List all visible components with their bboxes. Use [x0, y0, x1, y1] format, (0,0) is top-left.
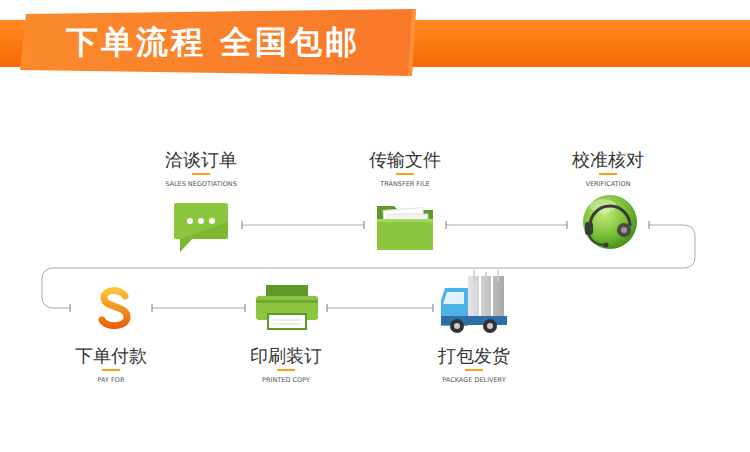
process-step: 传输文件 TRANSFER FILE [364, 149, 446, 255]
flow-connector [242, 225, 364, 226]
process-step: 印刷装订 PRINTED COPY [245, 282, 327, 384]
flow-connector [152, 308, 245, 309]
connector-tick [241, 221, 242, 229]
connector-tick [363, 221, 364, 229]
step-title: 打包发货 [438, 345, 510, 367]
page-title: 下单流程 全国包邮 [66, 22, 360, 62]
step-title: 洽谈订单 [165, 149, 237, 171]
connector-tick [445, 221, 446, 229]
accent-bar [102, 369, 120, 371]
step-subtitle: PRINTED COPY [262, 376, 310, 384]
banner-tag [20, 9, 416, 76]
step-subtitle: TRANSFER FILE [380, 180, 429, 188]
flow-connector [446, 225, 567, 226]
support-icon [583, 195, 637, 249]
process-step: 下单付款 PAY FOR [70, 282, 152, 384]
step-title: 传输文件 [369, 149, 441, 171]
flow-connector [42, 225, 695, 308]
folder-icon [377, 206, 433, 250]
process-step: 校准核对 VERIFICATION [567, 149, 649, 255]
dollar-icon [102, 285, 127, 334]
process-step: 打包发货 PACKAGE DELIVERY [433, 282, 515, 384]
connector-tick [648, 221, 649, 229]
accent-bar [396, 173, 414, 175]
banner-tag-edge [408, 9, 416, 76]
connector-tick [69, 304, 70, 312]
step-subtitle: PACKAGE DELIVERY [442, 376, 505, 384]
step-title: 下单付款 [75, 345, 147, 367]
connector-tick [432, 304, 433, 312]
connector-tick [151, 304, 152, 312]
accent-bar [277, 369, 295, 371]
connector-tick [326, 304, 327, 312]
step-subtitle: PAY FOR [98, 376, 125, 384]
connector-tick [566, 221, 567, 229]
accent-bar [599, 173, 617, 175]
step-title: 印刷装订 [250, 345, 322, 367]
truck-icon [441, 270, 507, 333]
flow-connector [327, 308, 433, 309]
step-subtitle: VERIFICATION [586, 180, 631, 188]
accent-bar [465, 369, 483, 371]
printer-icon [256, 285, 318, 329]
accent-bar [192, 173, 210, 175]
step-title: 校准核对 [572, 149, 644, 171]
step-subtitle: SALES NEGOTIATIONS [165, 180, 237, 188]
chat-icon [174, 203, 228, 252]
connector-tick [244, 304, 245, 312]
process-step: 洽谈订单 SALES NEGOTIATIONS [160, 149, 242, 255]
